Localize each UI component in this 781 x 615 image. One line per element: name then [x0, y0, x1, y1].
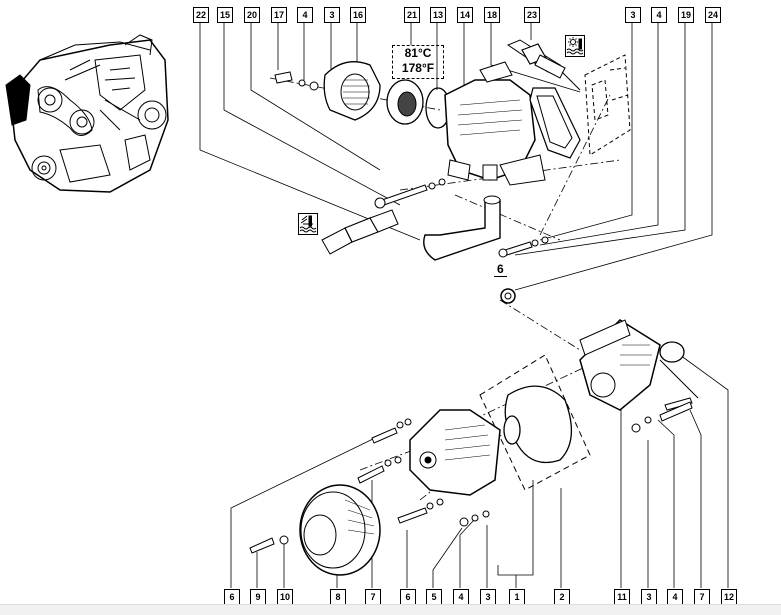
thermostat-temperature-rating: 81°C 178°F — [392, 45, 444, 79]
leader-lines-top — [199, 22, 713, 291]
callout-12: 12 — [721, 589, 737, 605]
callout-3: 3 — [480, 589, 496, 605]
callout-3: 3 — [625, 7, 641, 23]
callout-21: 21 — [404, 7, 420, 23]
callout-2: 2 — [554, 589, 570, 605]
callout-8: 8 — [330, 589, 346, 605]
callout-18: 18 — [484, 7, 500, 23]
callout-10: 10 — [277, 589, 293, 605]
callout-3: 3 — [324, 7, 340, 23]
water-pump — [409, 409, 501, 496]
callout-6: 6 — [400, 589, 416, 605]
callout-22: 22 — [193, 7, 209, 23]
pump-outlet-housing — [579, 319, 699, 433]
temperature-sensor-icon — [565, 35, 585, 57]
callout-20: 20 — [244, 7, 260, 23]
temperature-sensor-top — [506, 39, 581, 91]
temperature-celsius: 81°C — [404, 46, 432, 60]
thermostat-cover-parts — [274, 61, 451, 129]
callout-5: 5 — [426, 589, 442, 605]
callout-4: 4 — [297, 7, 313, 23]
engine-illustration — [5, 34, 169, 193]
pump-bolts — [357, 418, 490, 527]
temperature-sensor-icon — [298, 213, 318, 235]
callout-3: 3 — [641, 589, 657, 605]
callout-4: 4 — [651, 7, 667, 23]
callout-13: 13 — [430, 7, 446, 23]
bolt-19 — [498, 236, 549, 258]
callout-6: 6 — [224, 589, 240, 605]
pulley — [249, 484, 381, 576]
temperature-sensor-lower — [321, 209, 399, 255]
leader-lines-bottom — [230, 354, 729, 588]
callout-11: 11 — [614, 589, 630, 605]
coolant-hose — [423, 195, 501, 261]
cylinder-head-outline — [584, 54, 631, 156]
callout-14: 14 — [457, 7, 473, 23]
callout-1: 1 — [509, 589, 525, 605]
callout-4: 4 — [453, 589, 469, 605]
callout-7: 7 — [694, 589, 710, 605]
callout-9: 9 — [250, 589, 266, 605]
nut-6 — [500, 288, 516, 304]
callout-7: 7 — [365, 589, 381, 605]
sub-callout-6: 6 — [494, 262, 507, 277]
callout-24: 24 — [705, 7, 721, 23]
temperature-fahrenheit: 178°F — [401, 61, 435, 75]
callout-16: 16 — [350, 7, 366, 23]
callout-17: 17 — [271, 7, 287, 23]
callout-15: 15 — [217, 7, 233, 23]
thermostat-housing — [444, 61, 581, 186]
bolt-15 — [374, 178, 446, 209]
callout-19: 19 — [678, 7, 694, 23]
callout-4: 4 — [667, 589, 683, 605]
pump-gaskets — [479, 354, 591, 491]
footer-bar — [0, 604, 781, 615]
callout-23: 23 — [524, 7, 540, 23]
